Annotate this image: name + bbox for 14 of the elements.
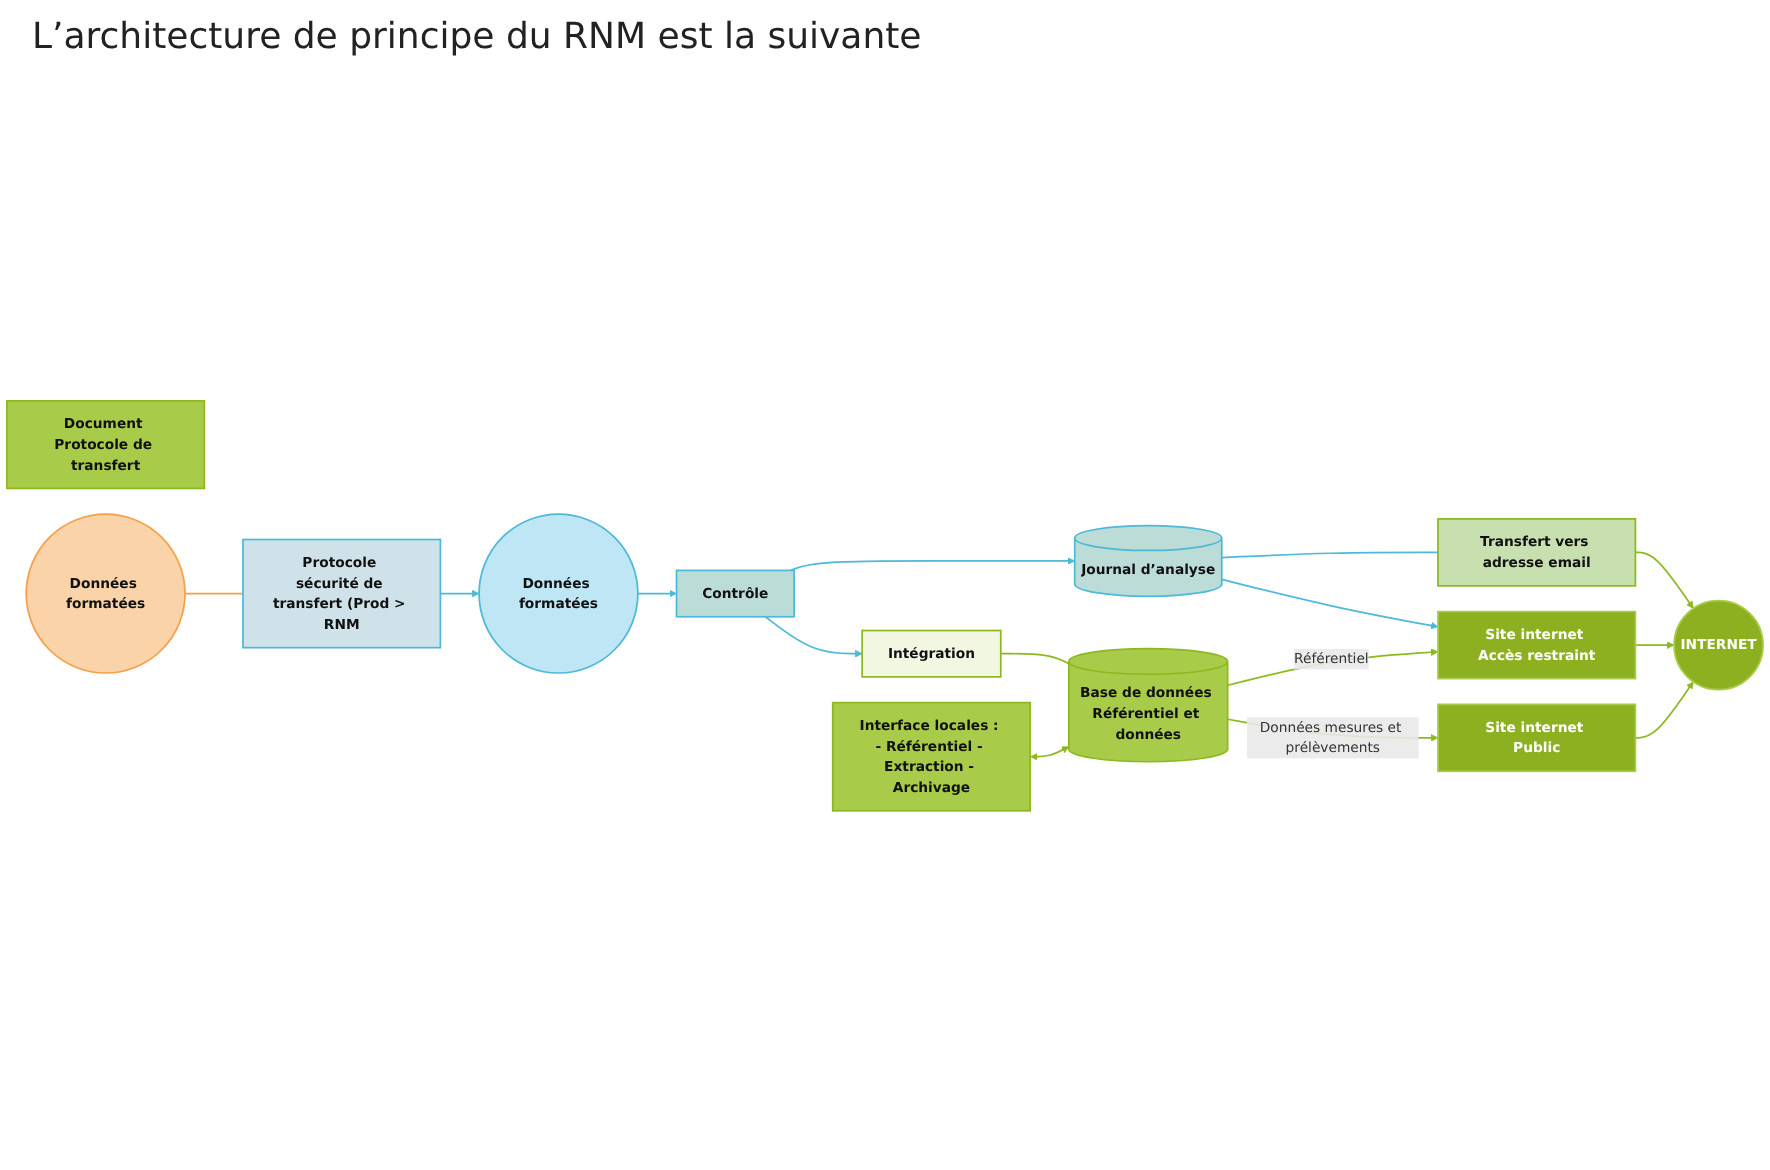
- arrow: [1634, 551, 1694, 609]
- arrow: [637, 589, 677, 598]
- connector: [999, 653, 1070, 665]
- arrow: [1634, 641, 1675, 650]
- connector: [184, 592, 244, 595]
- arrow: [1634, 681, 1694, 739]
- connector: [1220, 551, 1439, 559]
- arrow: [439, 589, 480, 598]
- arrow: [789, 557, 1076, 572]
- arrow: [1220, 578, 1439, 630]
- diagram-title: L’architecture de principe du RNM est la suivante: [32, 16, 924, 58]
- arrow: [1030, 746, 1070, 761]
- arrow: [764, 616, 863, 658]
- arrow: [1226, 648, 1439, 687]
